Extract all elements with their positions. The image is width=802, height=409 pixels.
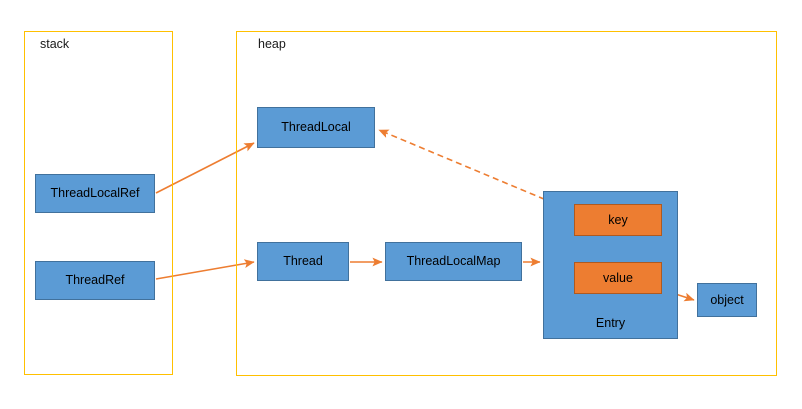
node-object[interactable]: object xyxy=(697,283,757,317)
node-threadlocalref-label: ThreadLocalRef xyxy=(50,186,140,201)
node-thread[interactable]: Thread xyxy=(257,242,349,281)
node-threadref[interactable]: ThreadRef xyxy=(35,261,155,300)
region-stack-label: stack xyxy=(40,37,70,51)
node-entry[interactable]: key value Entry xyxy=(543,191,678,339)
node-entry-label: Entry xyxy=(595,316,626,330)
entry-slot-value[interactable]: value xyxy=(574,262,662,294)
region-heap-label: heap xyxy=(258,37,286,51)
region-stack xyxy=(24,31,173,375)
node-threadlocal-label: ThreadLocal xyxy=(281,120,351,135)
node-threadref-label: ThreadRef xyxy=(65,273,125,288)
node-threadlocalref[interactable]: ThreadLocalRef xyxy=(35,174,155,213)
node-object-label: object xyxy=(710,292,744,307)
node-threadlocalmap[interactable]: ThreadLocalMap xyxy=(385,242,522,281)
region-heap xyxy=(236,31,777,376)
entry-slot-key[interactable]: key xyxy=(574,204,662,236)
node-threadlocalmap-label: ThreadLocalMap xyxy=(406,254,501,269)
entry-slot-key-label: key xyxy=(608,212,628,227)
node-threadlocal[interactable]: ThreadLocal xyxy=(257,107,375,148)
entry-slot-value-label: value xyxy=(603,270,633,285)
node-thread-label: Thread xyxy=(283,254,323,269)
